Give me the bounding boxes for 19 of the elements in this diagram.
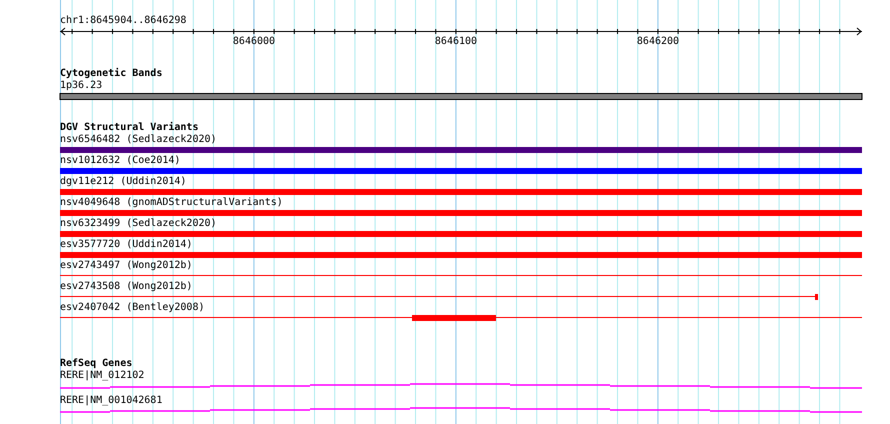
variant-label: esv2743497 (Wong2012b) xyxy=(60,260,192,272)
track-heading: Cytogenetic Bands xyxy=(60,68,162,80)
band-label: 1p36.23 xyxy=(60,80,102,92)
variant-label: esv2743508 (Wong2012b) xyxy=(60,281,192,293)
variant-label: nsv6546482 (Sedlazeck2020) xyxy=(60,134,217,146)
variant-label: nsv1012632 (Coe2014) xyxy=(60,155,180,167)
variant-label: esv3577720 (Uddin2014) xyxy=(60,239,192,251)
gene-label: RERE|NM_012102 xyxy=(60,370,144,382)
tick-label: 8646100 xyxy=(434,36,478,48)
variant-label: nsv4049648 (gnomADStructuralVariants) xyxy=(60,197,283,209)
track-heading: RefSeq Genes xyxy=(60,358,132,370)
variant-label: nsv6323499 (Sedlazeck2020) xyxy=(60,218,217,230)
coordinate-range: chr1:8645904..8646298 xyxy=(60,15,186,27)
variant-label: esv2407042 (Bentley2008) xyxy=(60,302,204,314)
track-heading: DGV Structural Variants xyxy=(60,122,198,134)
variant-label: dgv11e212 (Uddin2014) xyxy=(60,176,186,188)
gene-label: RERE|NM_001042681 xyxy=(60,395,162,407)
tick-label: 8646000 xyxy=(232,36,276,48)
tick-label: 8646200 xyxy=(636,36,680,48)
